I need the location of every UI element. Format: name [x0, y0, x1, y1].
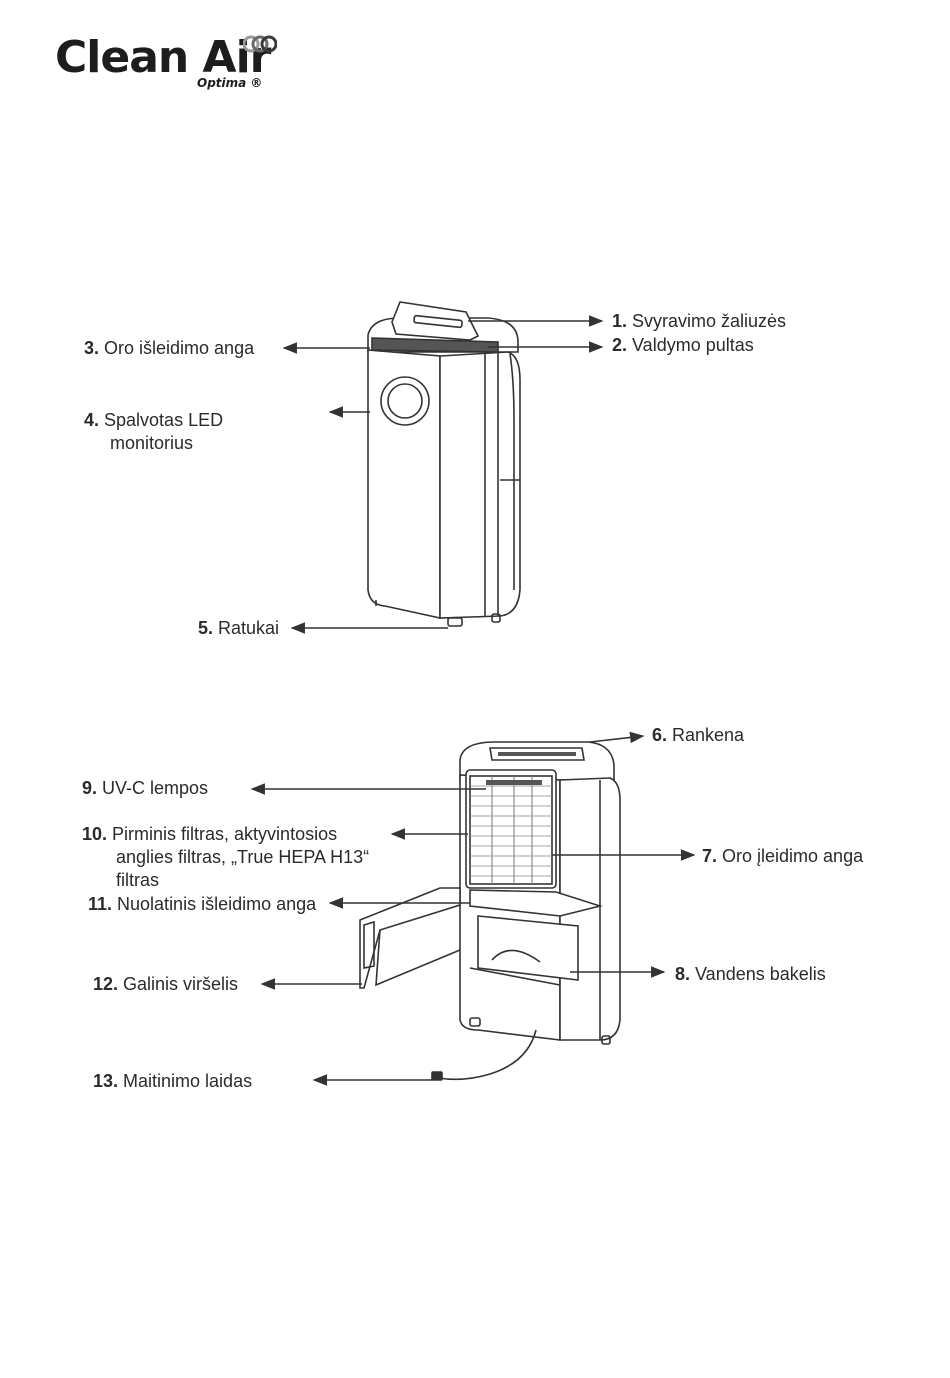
label-4-led-monitor: 4.Spalvotas LED monitorius: [84, 410, 224, 453]
label-7-air-inlet: 7.Oro įleidimo anga: [702, 846, 864, 866]
label-13-power-cord: 13.Maitinimo laidas: [93, 1071, 253, 1091]
arrow-6: [589, 731, 645, 744]
rear-view-callouts: [250, 731, 696, 1086]
logo-name: Clean Air: [55, 32, 271, 83]
label-10-filters: 10.Pirminis filtras, aktyvintosios angli…: [82, 824, 370, 890]
rear-view-device: [359, 741, 621, 1081]
logo-subtitle: Optima ®: [197, 76, 263, 90]
label-1-swing-louvers: 1.Svyravimo žaliuzės: [612, 311, 787, 331]
front-view-callouts: [282, 315, 604, 634]
label-2-control-panel: 2.Valdymo pultas: [612, 335, 754, 355]
label-8-water-tank: 8.Vandens bakelis: [675, 964, 826, 984]
label-11-continuous-drain: 11.Nuolatinis išleidimo anga: [88, 894, 317, 914]
label-9-uvc-lamps: 9.UV-C lempos: [82, 778, 209, 798]
label-3-air-outlet: 3.Oro išleidimo anga: [84, 338, 255, 358]
logo-swirl-icon: [243, 35, 277, 53]
brand-logo: Clean Air Optima ®: [55, 32, 285, 102]
label-12-back-cover: 12.Galinis viršelis: [93, 974, 239, 994]
front-view-device: [367, 301, 521, 627]
label-6-handle: 6.Rankena: [652, 725, 745, 745]
label-5-wheels: 5.Ratukai: [198, 618, 280, 638]
